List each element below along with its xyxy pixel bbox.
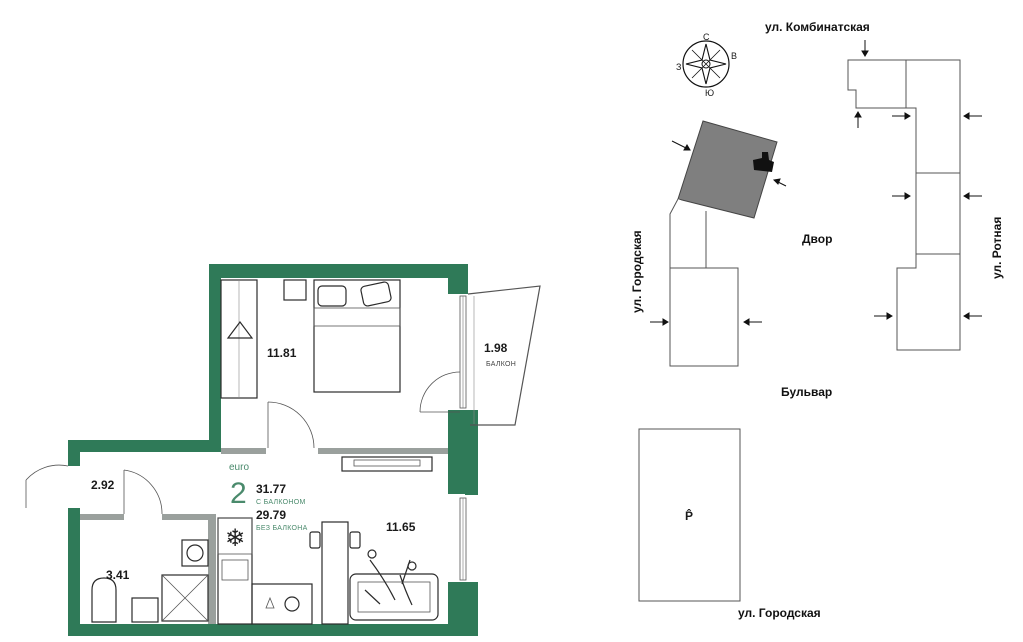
compass-north: С [703, 32, 710, 42]
kitchen-counter [251, 583, 313, 625]
inner-walls [80, 448, 448, 624]
compass-west: З [676, 62, 681, 72]
kitchen-living-area: 11.65 [386, 520, 416, 534]
site-plan: С В Ю З P̂ [630, 20, 1004, 620]
chair-right [349, 531, 361, 549]
arrow-icon [671, 140, 691, 151]
right-buildings [847, 59, 961, 351]
arrow-icon [854, 111, 862, 128]
arrow-icon [892, 192, 911, 200]
pillow-right [360, 281, 392, 307]
shower [161, 574, 209, 622]
without-balcony-label: БЕЗ БАЛКОНА [256, 525, 308, 532]
arrow-icon [772, 178, 787, 187]
street-bottom-label: ул. Городская [738, 606, 821, 620]
kitchen: ❄ [217, 517, 361, 625]
fridge [217, 517, 253, 555]
balcony-area: 1.98 [484, 341, 508, 355]
balcony-label: БАЛКОН [486, 361, 516, 368]
arrow-icon [874, 312, 893, 320]
arrow-icon [963, 112, 982, 120]
area-without-balcony: 29.79 [256, 508, 286, 522]
arrow-icon [861, 40, 869, 57]
toilet [91, 577, 117, 623]
area-with-balcony: 31.77 [256, 482, 286, 496]
compass-east: В [731, 51, 737, 61]
wardrobe [220, 279, 258, 399]
bedroom-area: 11.81 [267, 346, 297, 360]
arrow-icon [650, 318, 669, 326]
class-label: euro [229, 462, 249, 473]
left-buildings [669, 198, 739, 367]
sink [131, 597, 159, 623]
apartment-marker [753, 152, 774, 172]
yard-label: Двор [802, 232, 832, 246]
with-balcony-label: С БАЛКОНОМ [256, 499, 306, 506]
entrance-arrows [650, 40, 982, 326]
street-left-label: ул. Городская [630, 230, 644, 313]
street-right-label: ул. Ротная [990, 217, 1004, 279]
bed [313, 279, 401, 393]
entry-door-gap [68, 466, 80, 508]
bathroom-fixtures [91, 539, 209, 623]
rooms-count: 2 [230, 477, 247, 510]
parking-area [638, 428, 741, 602]
bathroom-area: 3.41 [106, 568, 130, 582]
compass-rose-icon [685, 43, 727, 85]
street-top-label: ул. Комбинатская [765, 20, 870, 34]
doors [25, 371, 461, 515]
arrow-icon [892, 112, 911, 120]
hanger-icon [226, 321, 254, 339]
parking-label: P̂ [685, 508, 693, 523]
floor-plan: ❄ 11.81 1.98 БАЛКОН 2.92 3.41 11.65 euro… [25, 264, 541, 636]
boulevard-label: Бульвар [781, 385, 832, 399]
hall-area: 2.92 [91, 478, 115, 492]
oven [221, 559, 249, 581]
snowflake-icon: ❄ [225, 525, 245, 552]
dining-counter [321, 521, 349, 625]
sofa [349, 549, 439, 621]
arrow-icon [963, 192, 982, 200]
sink-tap-icon [265, 596, 275, 609]
tv-stand [341, 456, 433, 472]
compass-south: Ю [705, 88, 714, 98]
compass: С В Ю З [676, 32, 737, 98]
arrow-icon [963, 312, 982, 320]
people-icon [364, 559, 413, 606]
highlighted-building [677, 120, 778, 219]
apartment-summary: euro 2 31.77 С БАЛКОНОМ 29.79 БЕЗ БАЛКОН… [229, 462, 308, 532]
windows [459, 295, 467, 581]
balcony [467, 285, 541, 426]
pillow-left [317, 285, 347, 307]
bedside-table [283, 279, 307, 301]
washing-machine [181, 539, 209, 567]
stove-icon [284, 596, 300, 612]
chair-left [309, 531, 321, 549]
arrow-icon [743, 318, 762, 326]
